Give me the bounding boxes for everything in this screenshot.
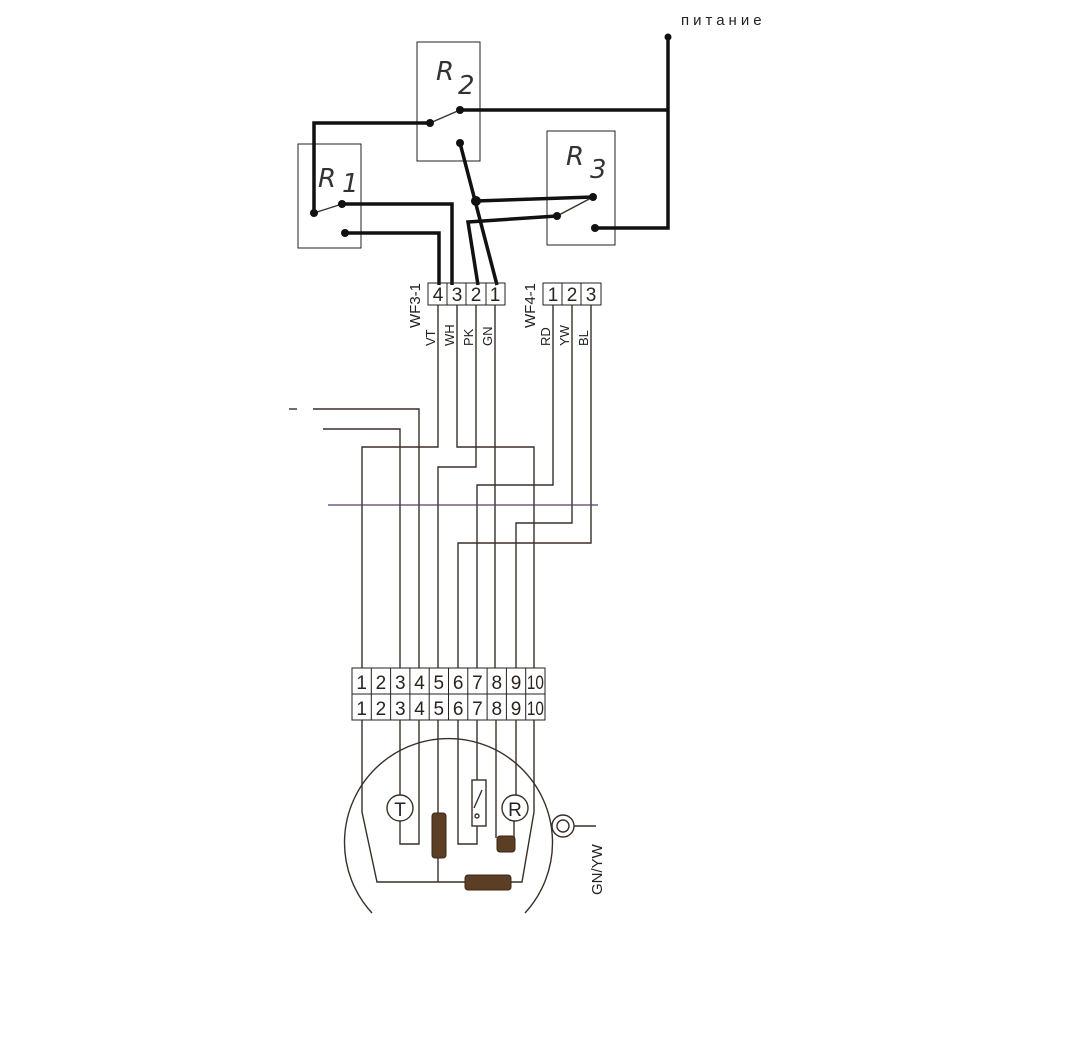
terminal-number: 3 bbox=[395, 699, 406, 720]
terminal-number: 5 bbox=[434, 673, 445, 694]
terminal-number: 4 bbox=[414, 673, 425, 694]
terminal-number: 7 bbox=[472, 673, 483, 694]
terminal-number: 1 bbox=[356, 673, 367, 694]
terminal-number: 8 bbox=[491, 673, 502, 694]
terminal-number: 1 bbox=[356, 699, 367, 720]
terminal-number: 2 bbox=[376, 699, 387, 720]
relay-r2-index: 2 bbox=[458, 71, 475, 101]
relay-r3-label: R bbox=[566, 142, 584, 172]
harness-wiring bbox=[289, 305, 598, 668]
relay-r2-label: R bbox=[436, 57, 454, 87]
regulator-icon bbox=[501, 794, 529, 822]
heater-block-icon bbox=[496, 835, 516, 853]
wire-label-pk: PK bbox=[461, 328, 476, 346]
terminal-number: 5 bbox=[434, 699, 445, 720]
terminal-number: 9 bbox=[511, 699, 522, 720]
terminal-number: 2 bbox=[376, 673, 387, 694]
wire-label-wh: WH bbox=[442, 324, 457, 346]
relay-r2: R 2 bbox=[416, 41, 481, 162]
relay-r3-index: 3 bbox=[590, 155, 607, 185]
resistor-icon bbox=[464, 874, 512, 891]
power-label: питание bbox=[681, 12, 766, 29]
wf3-pin: 2 bbox=[471, 285, 482, 306]
terminal-number: 6 bbox=[453, 673, 464, 694]
regulator-label: R bbox=[508, 800, 522, 821]
terminal-number: 4 bbox=[414, 699, 425, 720]
wf3-pin: 3 bbox=[452, 285, 463, 306]
wf3-pin: 1 bbox=[490, 285, 501, 306]
switch-icon bbox=[471, 779, 487, 827]
terminal-number: 10 bbox=[527, 673, 544, 694]
wire-label-yw: YW bbox=[557, 324, 572, 346]
wf4-pin: 1 bbox=[548, 285, 559, 306]
connector-wf4: 1 2 3 WF4-1 RD YW BL bbox=[522, 282, 602, 346]
wire-label-vt: VT bbox=[423, 329, 438, 346]
thermostat-label: T bbox=[394, 800, 406, 821]
wire-label-rd: RD bbox=[538, 327, 553, 346]
ground-label: GN/YW bbox=[589, 843, 606, 895]
terminal-number: 9 bbox=[511, 673, 522, 694]
wf4-pin: 3 bbox=[586, 285, 597, 306]
terminal-number: 3 bbox=[395, 673, 406, 694]
terminal-number: 6 bbox=[453, 699, 464, 720]
wf3-label: WF3-1 bbox=[407, 283, 424, 328]
terminal-number: 10 bbox=[527, 699, 544, 720]
relay-r3: R 3 bbox=[546, 130, 616, 246]
relay-r1-label: R bbox=[318, 164, 336, 194]
wf4-pin: 2 bbox=[567, 285, 578, 306]
relay-r1-index: 1 bbox=[342, 169, 359, 199]
wire-label-gn: GN bbox=[480, 327, 495, 347]
ground-icon bbox=[551, 814, 575, 838]
terminal-number: 7 bbox=[472, 699, 483, 720]
connector-wf3: 4 3 2 1 WF3-1 VT WH PK GN bbox=[407, 282, 506, 347]
appliance-assembly: T R GN/YW bbox=[343, 720, 606, 914]
wf3-pin: 4 bbox=[433, 285, 444, 306]
wire-label-bl: BL bbox=[576, 330, 591, 346]
terminal-number: 8 bbox=[491, 699, 502, 720]
wf4-label: WF4-1 bbox=[522, 283, 539, 328]
relay-r1: R 1 bbox=[297, 143, 362, 249]
resistor-icon bbox=[431, 812, 447, 859]
relay-wiring bbox=[310, 37, 670, 286]
